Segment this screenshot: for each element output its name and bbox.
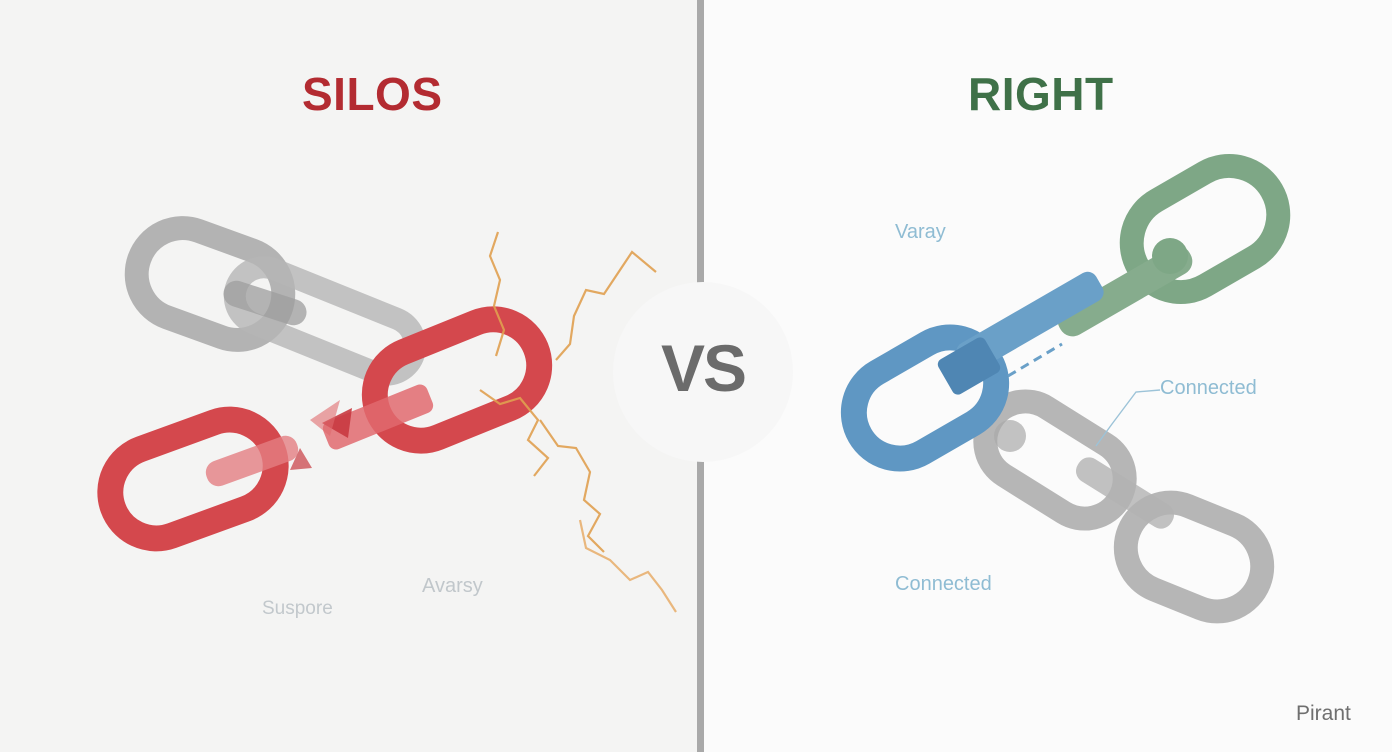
silos-title: SILOS [302, 68, 443, 120]
gray-link-lower-right [994, 420, 1275, 624]
label-suspore: Suspore [262, 598, 333, 619]
label-connected-lower: Connected [895, 573, 992, 595]
blue-link [840, 271, 1104, 472]
crack-lines [479, 231, 677, 613]
label-connected-upper: Connected [1160, 377, 1257, 399]
right-panel [704, 0, 1392, 752]
label-avarsy: Avarsy [422, 575, 483, 597]
red-link-right [361, 306, 553, 454]
vs-label: VS [660, 331, 747, 405]
red-link-left [97, 406, 289, 552]
brand-watermark: Pirant [1296, 702, 1351, 725]
broken-connector [205, 384, 434, 487]
right-title: RIGHT [968, 68, 1114, 120]
left-panel [0, 0, 698, 752]
label-varay: Varay [895, 221, 946, 243]
green-link [1057, 154, 1291, 337]
vs-badge: VS [613, 282, 793, 462]
leader-line [1095, 389, 1161, 447]
